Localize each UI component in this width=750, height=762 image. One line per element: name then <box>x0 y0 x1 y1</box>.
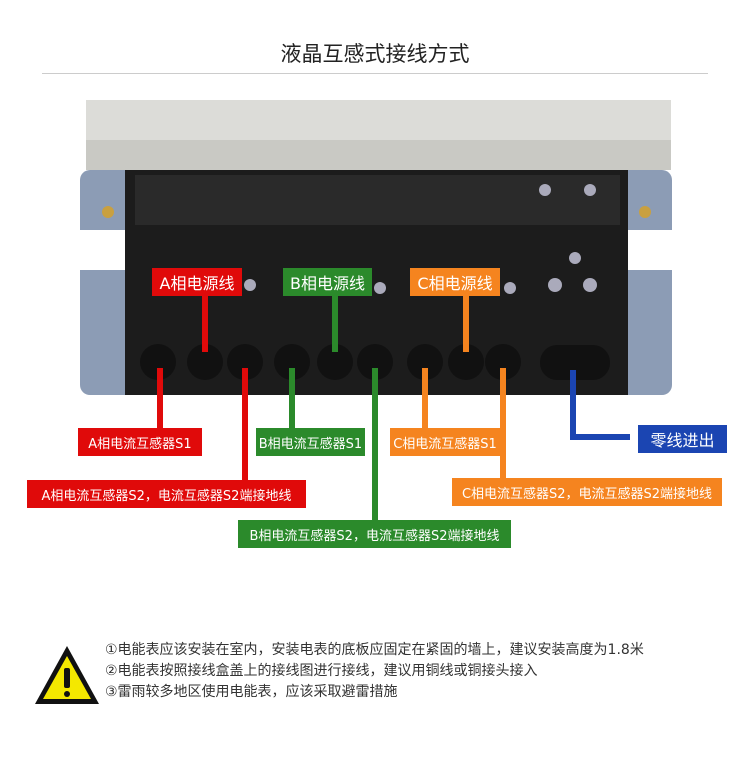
c-phase-line <box>463 296 469 352</box>
b-phase-label: B相电源线 <box>283 268 372 296</box>
neutral-line <box>570 370 576 440</box>
b-s2-line <box>372 368 378 520</box>
c-phase-label: C相电源线 <box>410 268 500 296</box>
note-item: ③雷雨较多地区使用电能表，应该采取避雷措施 <box>105 684 398 700</box>
b-s2-label: B相电流互感器S2，电流互感器S2端接地线 <box>238 520 511 548</box>
a-s2-label: A相电流互感器S2，电流互感器S2端接地线 <box>27 480 306 508</box>
c-s1-label: C相电流互感器S1 <box>390 428 500 456</box>
b-s1-line <box>289 368 295 428</box>
meter-terminal-photo <box>80 100 672 395</box>
neutral-label: 零线进出 <box>638 425 727 453</box>
c-s2-line <box>500 368 506 478</box>
a-s2-line <box>242 368 248 480</box>
a-phase-line <box>202 296 208 352</box>
c-s1-line <box>422 368 428 428</box>
b-phase-line <box>332 296 338 352</box>
a-s1-label: A相电流互感器S1 <box>78 428 202 456</box>
divider <box>42 73 708 74</box>
a-s1-line <box>157 368 163 428</box>
c-s2-label: C相电流互感器S2，电流互感器S2端接地线 <box>452 478 722 506</box>
b-s1-label: B相电流互感器S1 <box>256 428 365 456</box>
a-phase-label: A相电源线 <box>152 268 242 296</box>
note-item: ①电能表应该安装在室内，安装电表的底板应固定在紧固的墙上，建议安装高度为1.8米 <box>105 642 644 658</box>
notes: ①电能表应该安装在室内，安装电表的底板应固定在紧固的墙上，建议安装高度为1.8米… <box>105 640 644 703</box>
page-title: 液晶互感式接线方式 <box>280 42 470 66</box>
note-item: ②电能表按照接线盒盖上的接线图进行接线，建议用铜线或铜接头接入 <box>105 663 538 679</box>
warning-triangle-icon <box>35 646 99 704</box>
